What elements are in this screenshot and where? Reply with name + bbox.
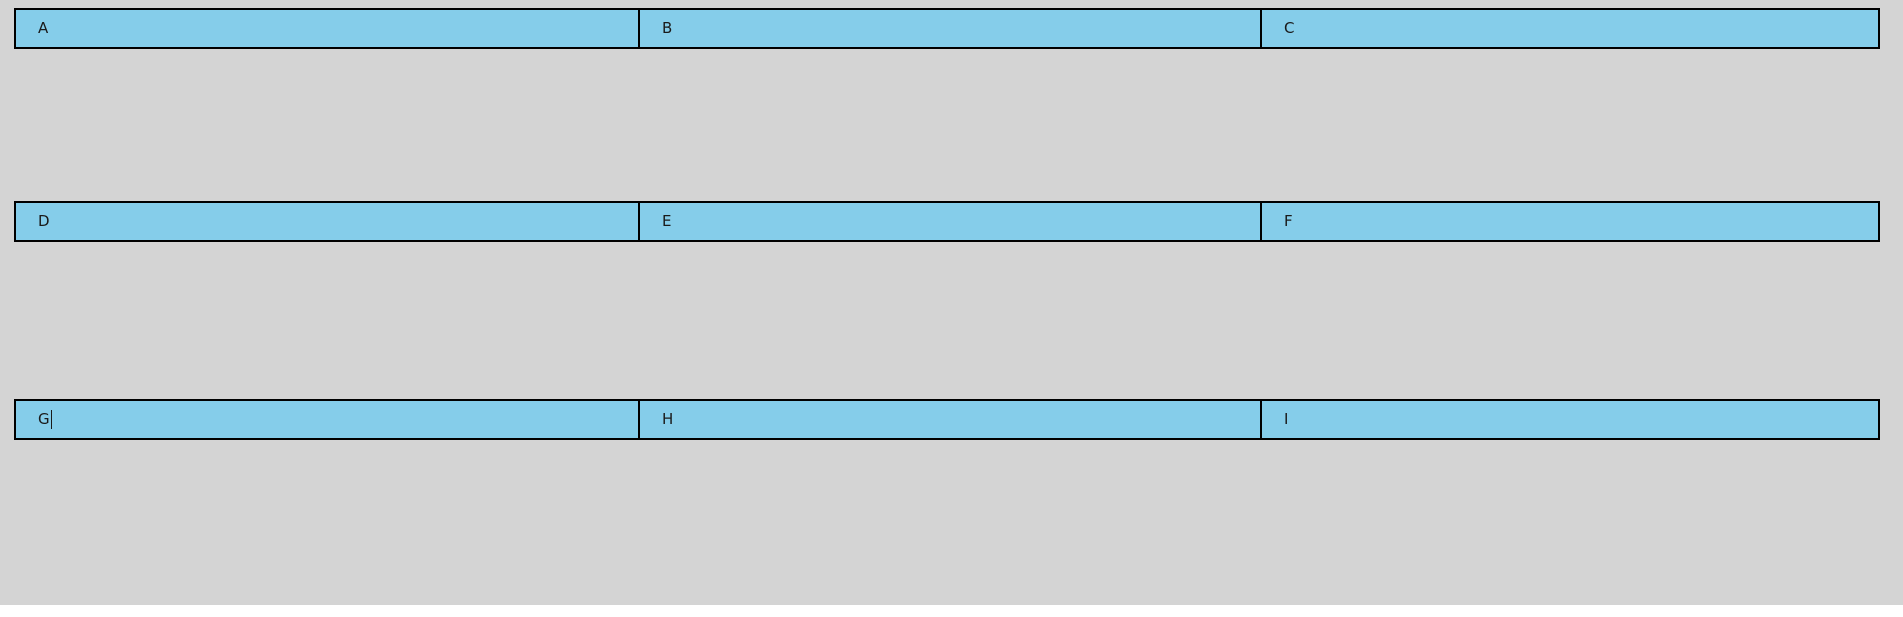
grid-cell-f[interactable]: F (1260, 203, 1878, 240)
cell-label: A (38, 19, 49, 37)
grid-row: D E F (14, 201, 1880, 242)
grid-cell-b[interactable]: B (638, 10, 1260, 47)
grid-cell-g[interactable]: G (16, 401, 638, 438)
grid-cell-d[interactable]: D (16, 203, 638, 240)
grid-cell-i[interactable]: I (1260, 401, 1878, 438)
cell-label: B (662, 19, 673, 37)
grid-cell-h[interactable]: H (638, 401, 1260, 438)
grid-cell-a[interactable]: A (16, 10, 638, 47)
cell-label: D (38, 212, 50, 230)
cell-label: G (38, 410, 50, 428)
cell-label: F (1284, 212, 1293, 230)
grid-cell-e[interactable]: E (638, 203, 1260, 240)
text-caret (50, 410, 52, 429)
cell-label: E (662, 212, 672, 230)
cell-label: I (1284, 410, 1289, 428)
grid-cell-c[interactable]: C (1260, 10, 1878, 47)
cell-label: H (662, 410, 674, 428)
grid-row: G H I (14, 399, 1880, 440)
grid-row: A B C (14, 8, 1880, 49)
cell-label: C (1284, 19, 1295, 37)
